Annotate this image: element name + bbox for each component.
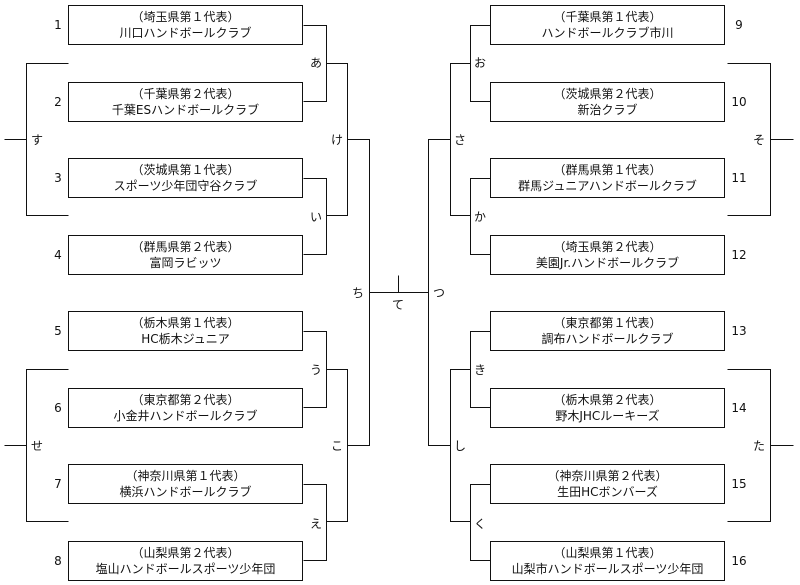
team-name: 山梨市ハンドボールスポーツ少年団	[511, 562, 704, 576]
match-label-chi: ち	[351, 286, 364, 300]
seed-number: 15	[731, 477, 747, 491]
seed-number: 1	[54, 18, 62, 32]
team-box-10: （茨城県第２代表） 新治クラブ	[490, 82, 725, 122]
team-prefecture: （栃木県第１代表）	[131, 316, 240, 330]
team-prefecture: （神奈川県第２代表）	[547, 469, 668, 483]
team-box-4: （群馬県第２代表） 富岡ラビッツ	[68, 235, 303, 275]
team-box-1: （埼玉県第１代表） 川口ハンドボールクラブ	[68, 5, 303, 45]
seed-number: 14	[731, 401, 747, 415]
seed-number: 12	[731, 248, 747, 262]
seed-number: 8	[54, 554, 62, 568]
team-prefecture: （埼玉県第２代表）	[553, 240, 662, 254]
team-box-11: （群馬県第１代表） 群馬ジュニアハンドボールクラブ	[490, 158, 725, 198]
match-label-te: て	[391, 298, 404, 312]
team-prefecture: （栃木県第２代表）	[553, 393, 662, 407]
team-prefecture: （群馬県第２代表）	[131, 240, 240, 254]
team-name: 富岡ラビッツ	[149, 256, 222, 270]
seed-number: 13	[731, 324, 747, 338]
team-prefecture: （神奈川県第１代表）	[125, 469, 246, 483]
bracket-line-ku	[470, 484, 491, 561]
team-box-9: （千葉県第１代表） ハンドボールクラブ市川	[490, 5, 725, 45]
seed-number: 6	[54, 401, 62, 415]
team-box-7: （神奈川県第１代表） 横浜ハンドボールクラブ	[68, 464, 303, 504]
match-label-e: え	[309, 517, 322, 531]
team-prefecture: （東京都第１代表）	[553, 316, 662, 330]
team-prefecture: （山梨県第１代表）	[553, 546, 662, 560]
match-label-ta: た	[752, 439, 765, 453]
team-prefecture: （千葉県第１代表）	[553, 10, 662, 24]
match-label-sa: さ	[453, 133, 466, 147]
match-label-ka: か	[473, 210, 486, 224]
seed-number: 9	[735, 18, 743, 32]
bracket-line-i	[303, 178, 327, 255]
team-prefecture: （埼玉県第１代表）	[131, 10, 240, 24]
match-label-u: う	[309, 363, 322, 377]
team-box-16: （山梨県第１代表） 山梨市ハンドボールスポーツ少年団	[490, 541, 725, 581]
team-box-15: （神奈川県第２代表） 生田HCボンバーズ	[490, 464, 725, 504]
team-box-13: （東京都第１代表） 調布ハンドボールクラブ	[490, 311, 725, 351]
seed-number: 3	[54, 171, 62, 185]
match-label-a: あ	[309, 56, 322, 70]
match-label-ki: き	[473, 363, 486, 377]
match-label-i: い	[309, 210, 322, 224]
team-prefecture: （茨城県第１代表）	[131, 163, 240, 177]
team-prefecture: （山梨県第２代表）	[131, 546, 240, 560]
seed-number: 4	[54, 248, 62, 262]
bracket-line-ka	[470, 178, 491, 255]
team-name: 群馬ジュニアハンドボールクラブ	[518, 179, 697, 193]
match-label-tsu: つ	[432, 286, 445, 300]
team-name: 生田HCボンバーズ	[557, 485, 658, 499]
team-name: ハンドボールクラブ市川	[541, 26, 674, 40]
team-prefecture: （茨城県第２代表）	[553, 87, 662, 101]
team-box-8: （山梨県第２代表） 塩山ハンドボールスポーツ少年団	[68, 541, 303, 581]
team-name: 小金井ハンドボールクラブ	[113, 409, 258, 423]
team-box-2: （千葉県第２代表） 千葉ESハンドボールクラブ	[68, 82, 303, 122]
seed-number: 2	[54, 95, 62, 109]
team-name: スポーツ少年団守谷クラブ	[113, 179, 258, 193]
team-prefecture: （千葉県第２代表）	[131, 87, 240, 101]
team-box-12: （埼玉県第２代表） 美園Jr.ハンドボールクラブ	[490, 235, 725, 275]
match-label-ke: け	[330, 133, 343, 147]
team-box-14: （栃木県第２代表） 野木JHCルーキーズ	[490, 388, 725, 428]
team-name: HC栃木ジュニア	[141, 332, 230, 346]
bracket-line-e	[303, 484, 327, 561]
team-name: 千葉ESハンドボールクラブ	[111, 103, 260, 117]
seed-number: 7	[54, 477, 62, 491]
team-name: 塩山ハンドボールスポーツ少年団	[95, 562, 276, 576]
seed-number: 10	[731, 95, 747, 109]
seed-number: 16	[731, 554, 747, 568]
match-label-o: お	[473, 56, 486, 70]
match-label-ko: こ	[330, 439, 343, 453]
team-prefecture: （群馬県第１代表）	[553, 163, 662, 177]
team-box-6: （東京都第２代表） 小金井ハンドボールクラブ	[68, 388, 303, 428]
team-box-5: （栃木県第１代表） HC栃木ジュニア	[68, 311, 303, 351]
team-name: 新治クラブ	[577, 103, 638, 117]
match-label-shi: し	[453, 439, 466, 453]
seed-number: 11	[731, 171, 747, 185]
team-name: 野木JHCルーキーズ	[555, 409, 660, 423]
team-prefecture: （東京都第２代表）	[131, 393, 240, 407]
team-name: 調布ハンドボールクラブ	[541, 332, 674, 346]
match-label-se: せ	[30, 439, 43, 453]
seed-number: 5	[54, 324, 62, 338]
match-label-ku: く	[473, 517, 486, 531]
match-label-so: そ	[752, 133, 765, 147]
match-label-su: す	[30, 133, 43, 147]
team-name: 美園Jr.ハンドボールクラブ	[535, 256, 680, 270]
team-name: 横浜ハンドボールクラブ	[119, 485, 252, 499]
team-box-3: （茨城県第１代表） スポーツ少年団守谷クラブ	[68, 158, 303, 198]
team-name: 川口ハンドボールクラブ	[119, 26, 252, 40]
